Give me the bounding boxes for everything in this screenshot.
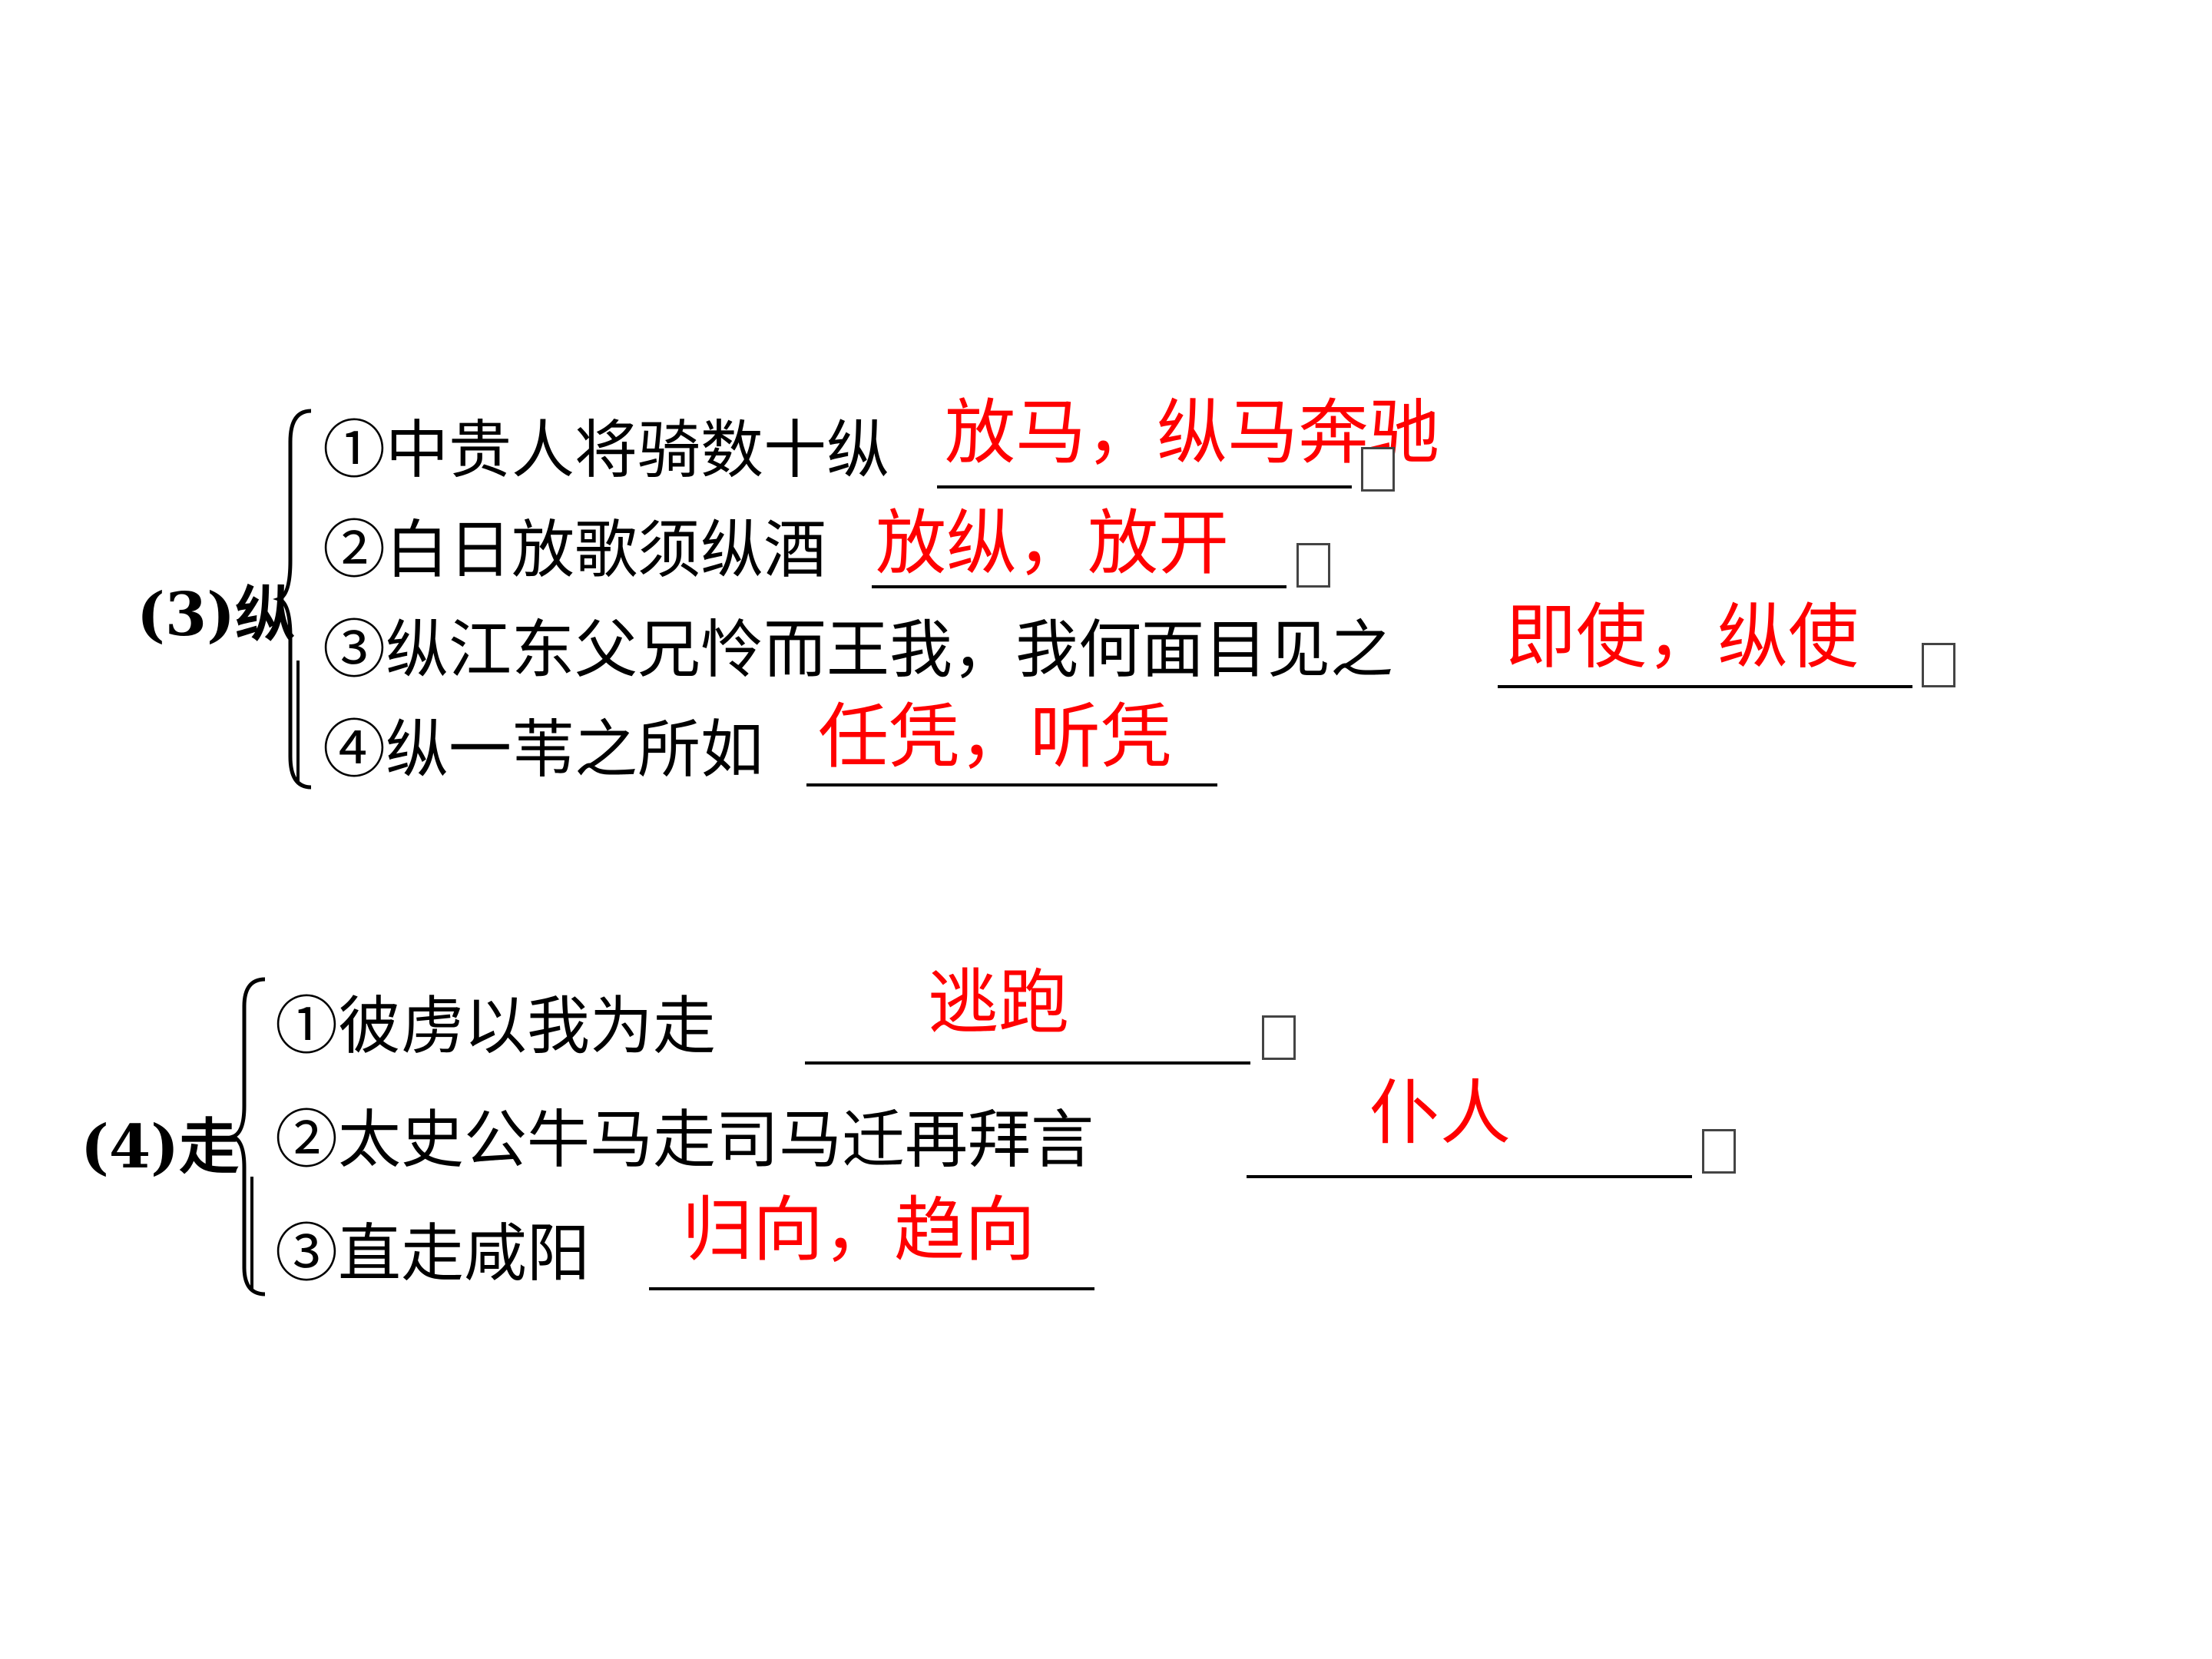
item-zong-2: ②白日放歌须纵酒 放纵，放开 xyxy=(323,508,1398,593)
sentence-text: ①中贵人将骑数十纵 xyxy=(323,414,890,487)
box-icon xyxy=(1361,447,1395,492)
item-zong-3: ③纵江东父兄怜而王我，我何面目见之 即使，纵使 xyxy=(323,602,2012,693)
item-zou-3: ③直走咸阳 归向，趋向 xyxy=(275,1195,1350,1296)
sentence-text: ②太史公牛马走司马迁再拜言 xyxy=(275,1104,1094,1177)
answer-blank xyxy=(1247,1175,1692,1178)
item-zou-1: ①彼虏以我为走 逃跑 xyxy=(275,968,1350,1069)
answer-blank xyxy=(806,783,1217,786)
answer-blank xyxy=(805,1061,1250,1065)
item-zong-1: ①中贵人将骑数十纵 放马，纵马奔驰 xyxy=(323,398,1439,493)
item-zong-4: ④纵一苇之所如 任凭，听凭 xyxy=(323,702,1398,793)
answer-text: 逃跑 xyxy=(928,962,1070,1044)
group-label-zong: (3)纵 xyxy=(137,580,296,650)
answer-blank xyxy=(1498,685,1912,688)
sentence-text: ④纵一苇之所如 xyxy=(323,714,764,786)
answer-blank xyxy=(937,485,1352,488)
answer-text: 即使，纵使 xyxy=(1505,596,1859,678)
box-icon xyxy=(1262,1015,1296,1060)
box-icon xyxy=(1296,543,1330,588)
answer-blank xyxy=(872,585,1286,588)
answer-text: 任凭，听凭 xyxy=(818,696,1172,778)
answer-text: 归向，趋向 xyxy=(682,1189,1036,1271)
item-zou-2: ②太史公牛马走司马迁再拜言 仆人 xyxy=(275,1078,1811,1183)
group-label-zou: (4)走 xyxy=(81,1112,240,1182)
left-brace xyxy=(273,409,312,790)
sentence-text: ③纵江东父兄怜而王我，我何面目见之 xyxy=(323,614,1394,687)
answer-text: 放纵，放开 xyxy=(876,502,1230,584)
sentence-text: ①彼虏以我为走 xyxy=(275,990,717,1063)
answer-text: 仆人 xyxy=(1369,1072,1512,1154)
box-icon xyxy=(1922,643,1955,687)
box-icon xyxy=(1702,1129,1736,1174)
sentence-text: ③直走咸阳 xyxy=(275,1217,591,1290)
answer-blank xyxy=(649,1287,1094,1290)
answer-text: 放马，纵马奔驰 xyxy=(945,392,1440,474)
left-brace xyxy=(227,977,266,1296)
sentence-text: ②白日放歌须纵酒 xyxy=(323,514,827,587)
